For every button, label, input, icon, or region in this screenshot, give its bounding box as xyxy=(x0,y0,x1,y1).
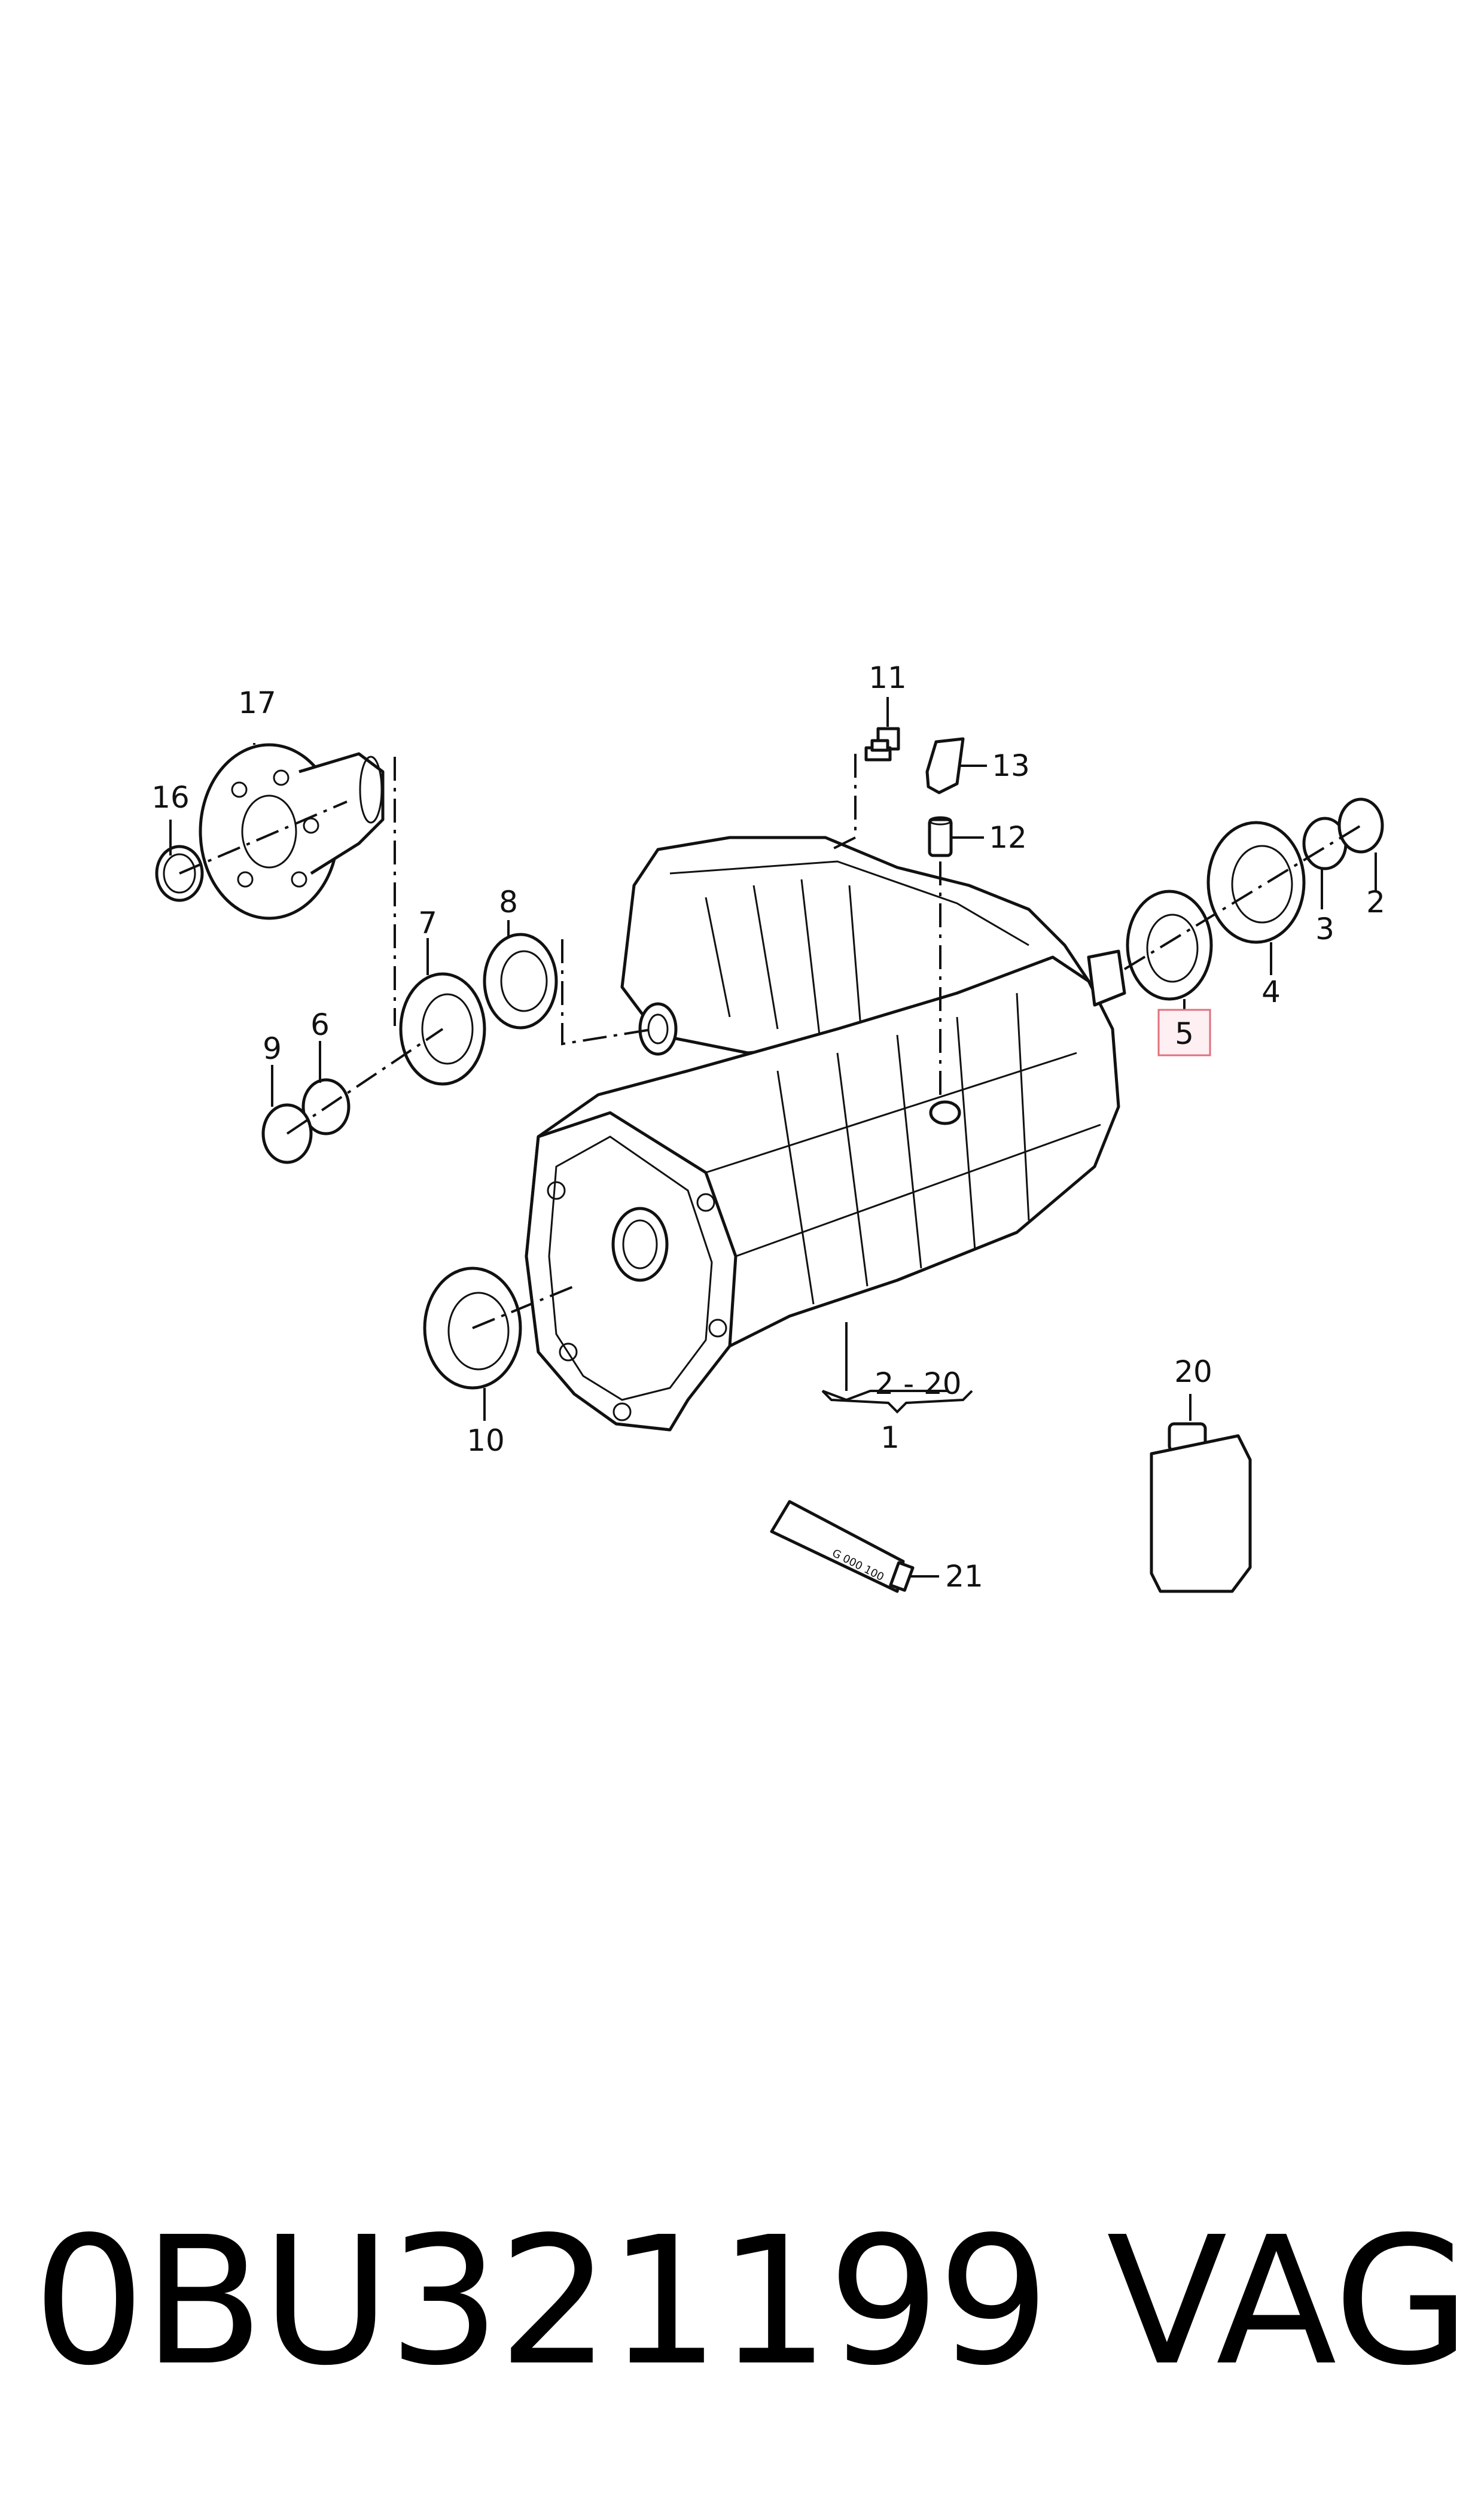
callout-13: 13 xyxy=(992,748,1030,783)
seal-part-8 xyxy=(483,933,558,1030)
callout-7: 7 xyxy=(418,906,437,940)
exploded-parts-diagram: G 000 100 xyxy=(151,660,1385,1594)
callouts: 17 16 7 8 6 9 10 11 13 12 5 4 3 2 2 - 20… xyxy=(151,660,1385,1594)
highlight-box xyxy=(1157,1009,1211,1056)
flange-part-17 xyxy=(199,743,385,920)
seal-part-5 xyxy=(1126,890,1213,1001)
callout-1: 1 xyxy=(880,1420,900,1455)
callout-6: 6 xyxy=(310,1007,330,1042)
callout-4: 4 xyxy=(1261,975,1281,1009)
circlip-part-2 xyxy=(1337,797,1384,854)
callout-9: 9 xyxy=(263,1031,282,1066)
oil-bottle-part-20 xyxy=(1150,1422,1252,1593)
gearbox-housing xyxy=(525,836,1126,1432)
part-number: 0BU321199 xyxy=(33,2199,1050,2404)
callout-5: 5 xyxy=(1175,1016,1194,1051)
callout-8: 8 xyxy=(499,885,518,919)
callout-2-20: 2 - 20 xyxy=(874,1366,961,1401)
callout-11: 11 xyxy=(869,660,907,695)
cap-part-13 xyxy=(925,737,965,794)
callout-2: 2 xyxy=(1366,885,1385,919)
brand-name: VAG xyxy=(1107,2199,1471,2404)
callout-10: 10 xyxy=(467,1423,505,1458)
bolt-part-11 xyxy=(864,727,900,762)
callout-16: 16 xyxy=(151,780,190,815)
vent-part-12 xyxy=(928,816,953,857)
callout-12: 12 xyxy=(989,820,1027,855)
callout-3: 3 xyxy=(1315,912,1334,946)
sealant-tube-part-21: G 000 100 xyxy=(770,1500,915,1593)
seal-part-4 xyxy=(1206,821,1306,944)
callout-17: 17 xyxy=(238,686,276,720)
leader-lines xyxy=(169,697,1377,1578)
callout-21: 21 xyxy=(945,1559,983,1594)
callout-20: 20 xyxy=(1174,1354,1212,1389)
centerlines xyxy=(179,754,1362,1329)
